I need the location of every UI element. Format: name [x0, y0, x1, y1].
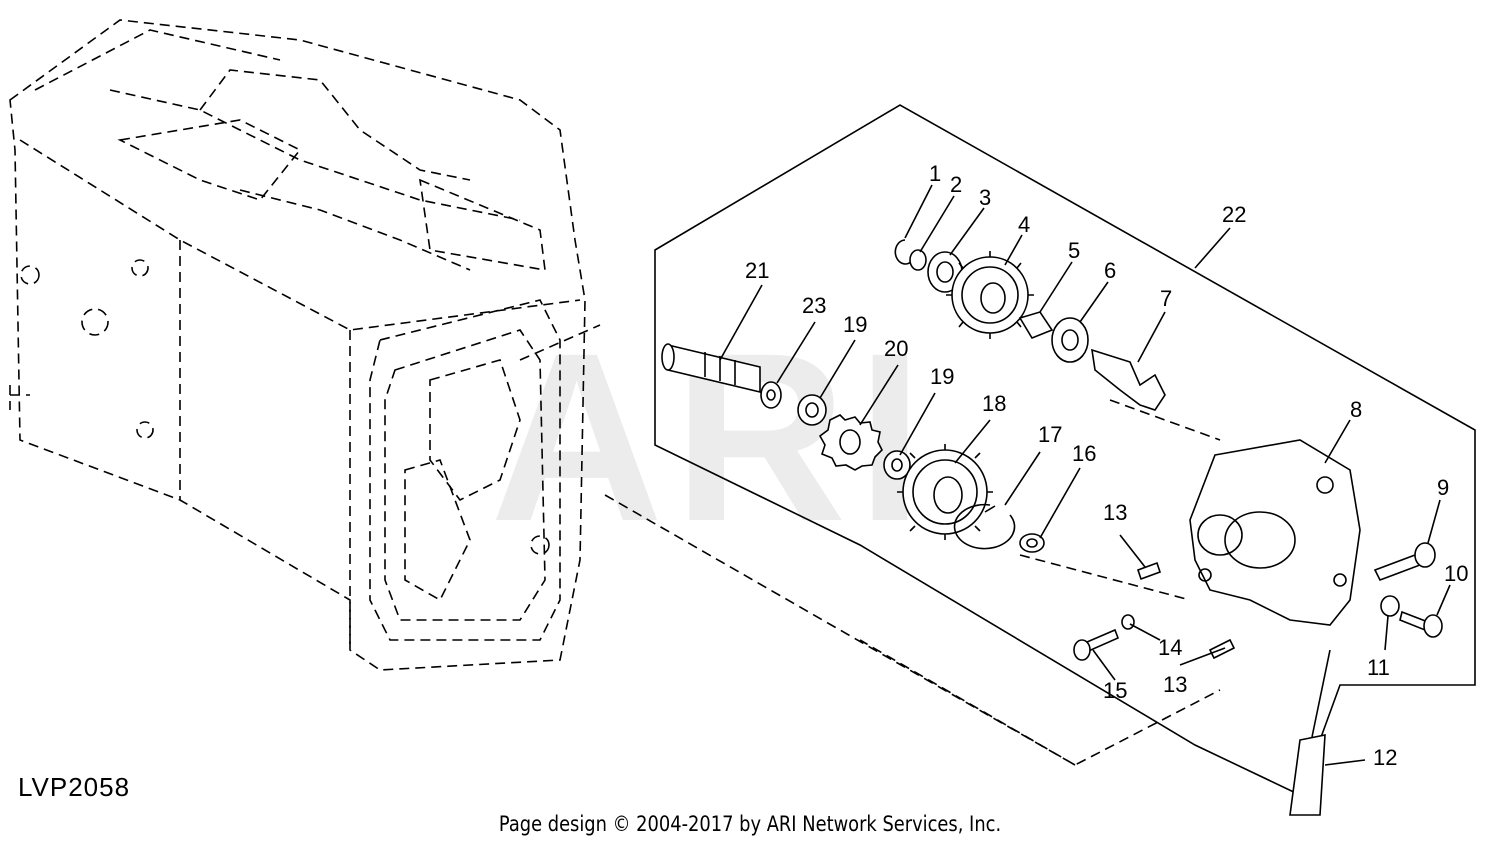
part-washer	[760, 381, 782, 409]
part-dowel-pin	[1136, 561, 1162, 581]
part-small-washer	[909, 249, 927, 271]
callout-10: 10	[1444, 561, 1468, 586]
callout-2: 2	[950, 172, 962, 197]
callout-15: 15	[1103, 678, 1127, 703]
part-sealant-tube	[1289, 649, 1331, 816]
callout-13: 13	[1103, 500, 1127, 525]
callout-3: 3	[979, 185, 991, 210]
callout-18: 18	[982, 391, 1006, 416]
part-pinion-gear	[818, 414, 883, 471]
part-output-bearing	[1051, 317, 1089, 363]
part-snap-ring	[953, 503, 1016, 550]
callouts: 1 2 3 4 5 6 7 8 9 10 11 12 13 13 14 15 1…	[745, 161, 1468, 770]
callout-17: 17	[1038, 422, 1062, 447]
callout-19: 19	[843, 312, 867, 337]
callout-7: 7	[1160, 286, 1172, 311]
part-shaft	[661, 343, 761, 394]
part-thrust-washer	[1019, 533, 1045, 553]
callout-14: 14	[1158, 635, 1182, 660]
leader-lines	[719, 184, 1451, 766]
part-needle-bearing	[797, 394, 827, 426]
diagram-reference-code: LVP2058	[18, 772, 131, 802]
part-lock-washer	[1121, 614, 1135, 630]
callout-21: 21	[745, 258, 769, 283]
part-bolt-9	[1373, 542, 1436, 582]
callout-1: 1	[929, 161, 941, 186]
part-large-gear	[897, 444, 993, 540]
part-cover-housing	[1189, 439, 1361, 626]
callout-12: 12	[1373, 745, 1397, 770]
callout-11: 11	[1367, 655, 1390, 680]
callout-4: 4	[1018, 212, 1030, 237]
part-cap-screw	[1073, 628, 1120, 661]
mounting-leader	[604, 494, 1221, 766]
callout-16: 16	[1072, 441, 1096, 466]
callout-5: 5	[1068, 238, 1080, 263]
callout-8: 8	[1350, 397, 1362, 422]
callout-6: 6	[1104, 258, 1116, 283]
part-bolt-10	[1399, 610, 1443, 638]
part-bevel-pinion	[1091, 348, 1166, 411]
callout-19b: 19	[930, 364, 954, 389]
callout-9: 9	[1437, 475, 1449, 500]
part-washer-11	[1380, 595, 1400, 617]
callout-23: 23	[802, 293, 826, 318]
part-needle-bearing-2	[883, 450, 911, 480]
callout-22: 22	[1222, 202, 1246, 227]
callout-13b: 13	[1163, 672, 1187, 697]
copyright-footer: Page design © 2004-2017 by ARI Network S…	[498, 812, 1002, 836]
part-spacer	[1018, 311, 1054, 339]
transmission-housing	[9, 19, 601, 671]
part-drive-gear	[946, 251, 1034, 339]
callout-20: 20	[884, 336, 908, 361]
